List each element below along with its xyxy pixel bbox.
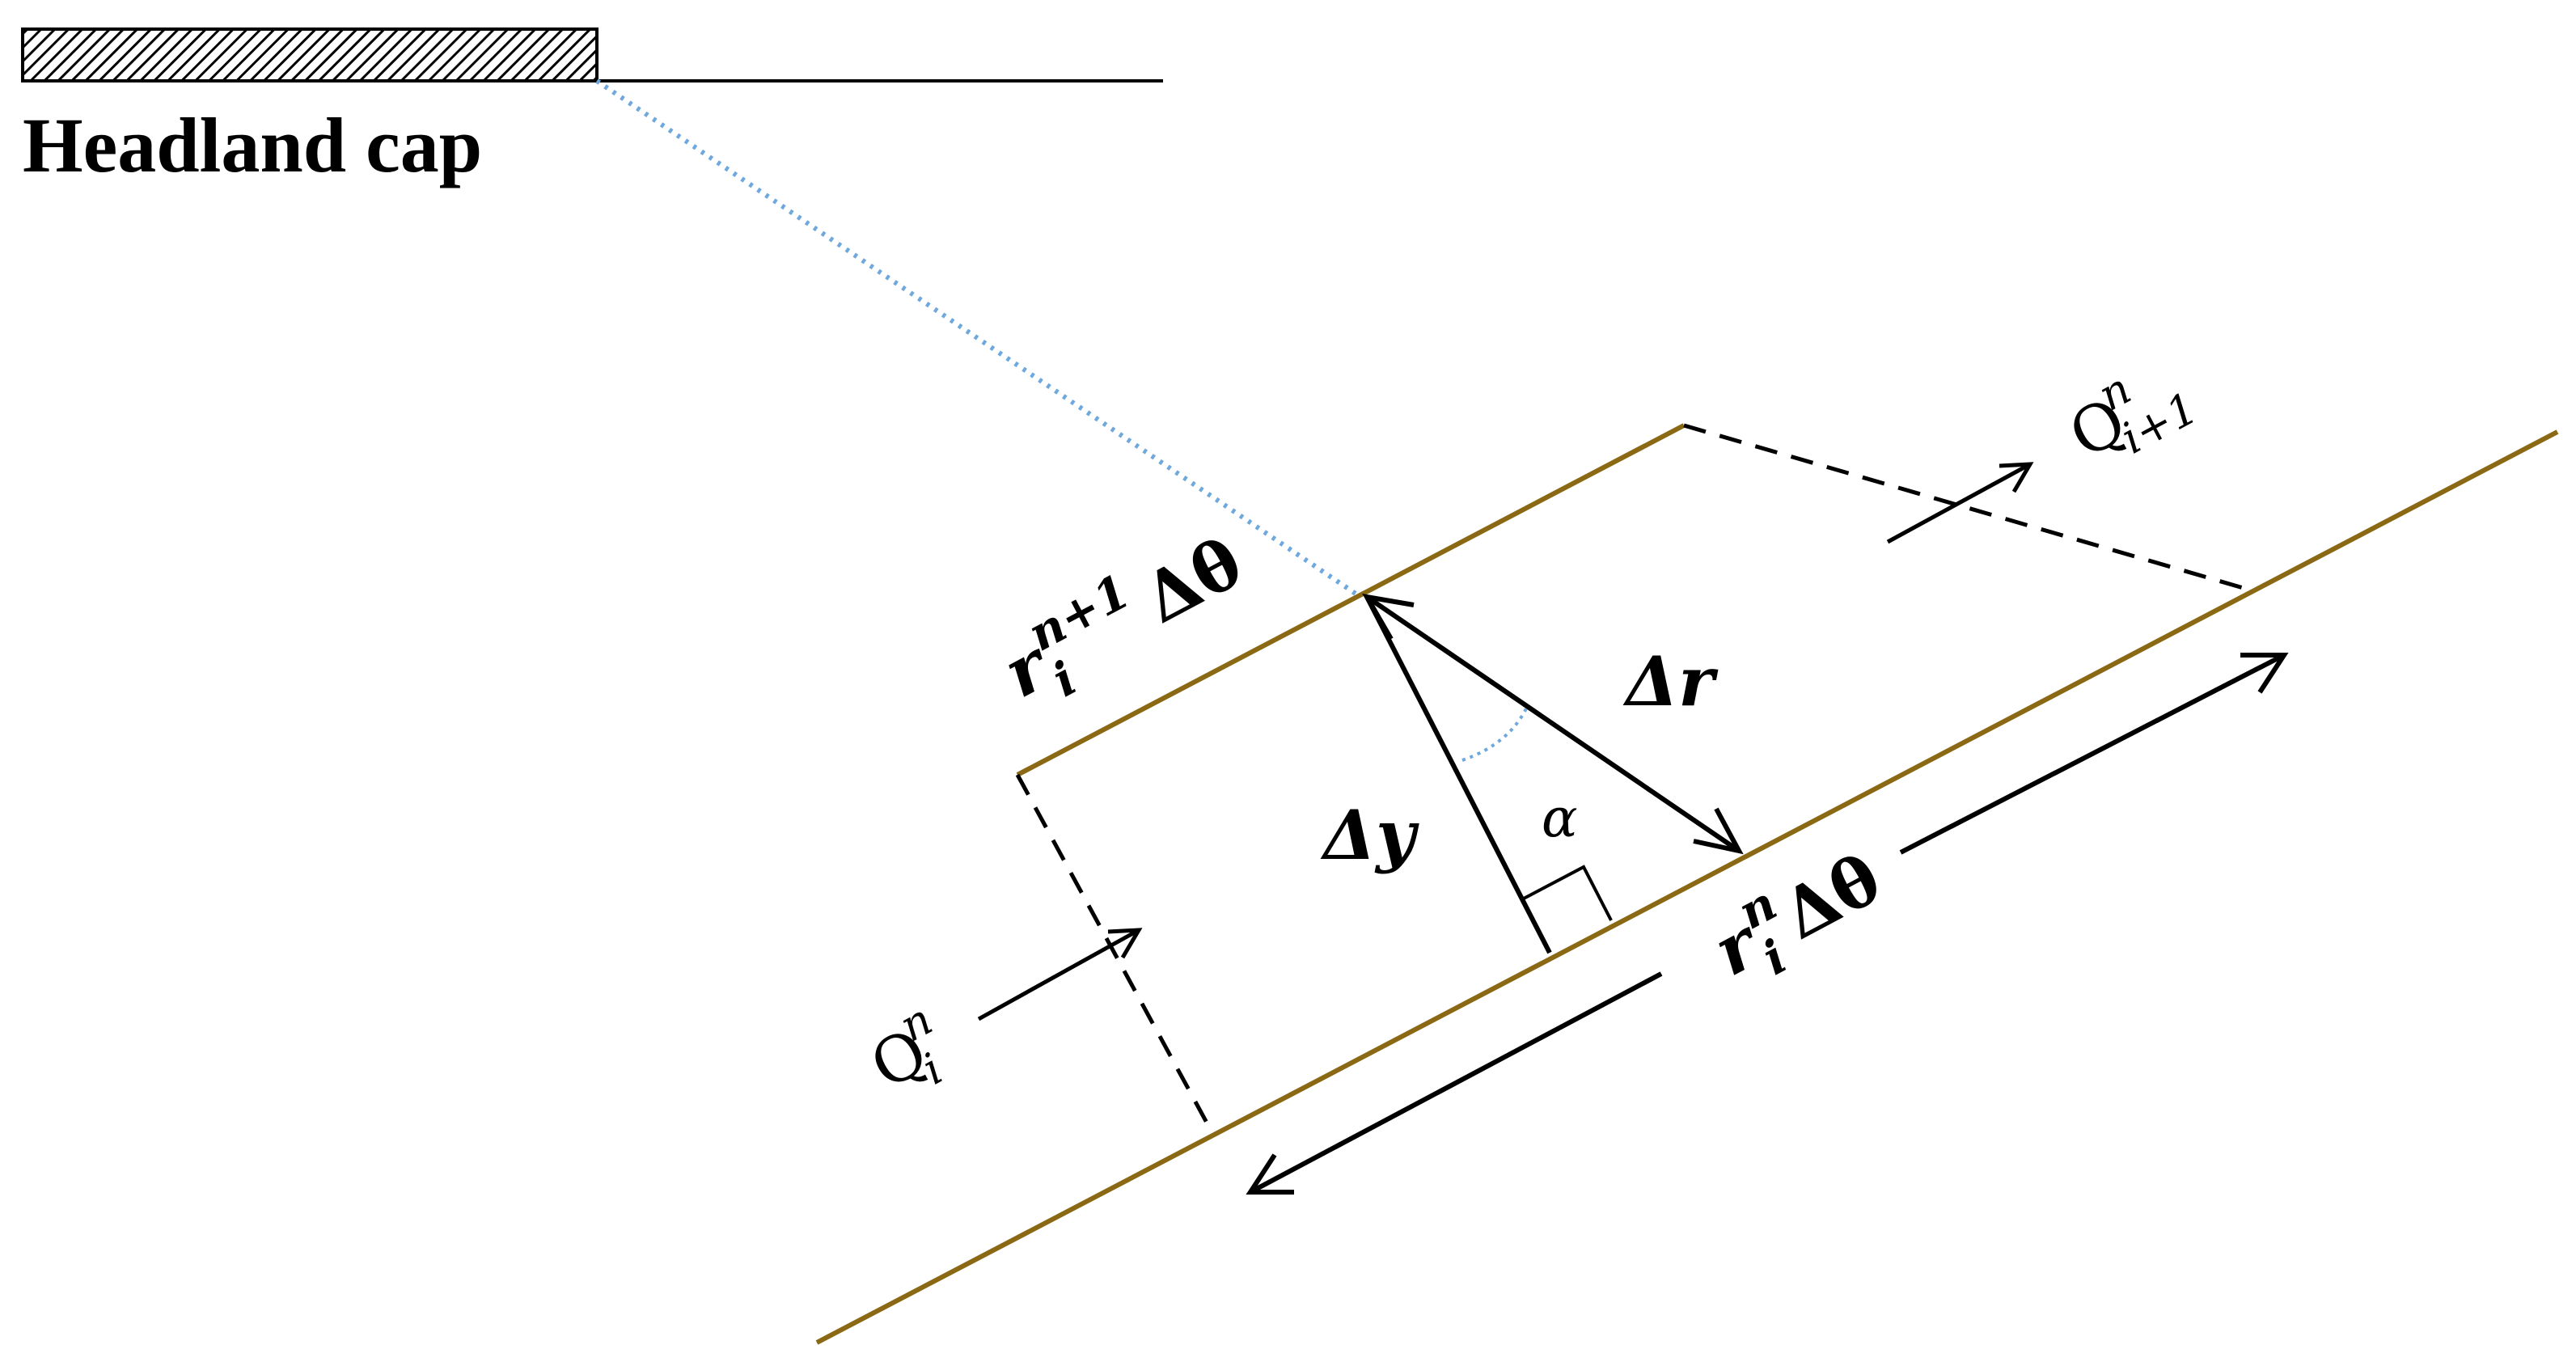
- flux-in-arrowhead: [1107, 928, 1143, 959]
- cell-boundary-left-dashed: [1015, 773, 1209, 1124]
- r-lower-arrowhead-upper: [2240, 653, 2289, 694]
- right-angle-mark: [1521, 865, 1613, 921]
- alpha-label: α: [1542, 787, 1578, 849]
- flux-out-arrow: [1886, 462, 2032, 544]
- delta-r-arrow: [1365, 594, 1741, 853]
- cell-boundary-right-dashed: [1683, 423, 2252, 593]
- shoreline-upper: [1016, 423, 1686, 777]
- flux-in-label: Q n i: [860, 994, 951, 1104]
- alpha-arc: [1461, 706, 1529, 762]
- flux-out-label: Q n i+1: [2058, 363, 2206, 473]
- svg-text:n+1: n+1: [1019, 564, 1139, 662]
- delta-r-label: Δr: [1622, 641, 1719, 721]
- r-lower-arrowhead-lower: [1246, 1153, 1294, 1195]
- delta-r-arrowhead-end: [1693, 807, 1744, 855]
- shoreline-lower: [815, 429, 2559, 1345]
- flux-in-arrow: [977, 928, 1140, 1021]
- svg-text:Δθ: Δθ: [1131, 522, 1254, 638]
- svg-text:Δθ: Δθ: [1770, 838, 1893, 954]
- headland-connector-dotted: [595, 78, 1362, 599]
- r-lower-arrow-lower: [1249, 971, 1663, 1195]
- delta-y-label: Δy: [1320, 795, 1419, 875]
- delta-y-line: [1364, 595, 1552, 954]
- r-lower-arrow-upper: [1899, 653, 2286, 855]
- flux-out-arrowhead: [1999, 462, 2034, 493]
- r-upper-label: r n+1 i Δθ: [991, 522, 1255, 713]
- r-lower-label: r n i Δθ: [1701, 838, 1893, 991]
- headland-cap-block: [21, 27, 599, 82]
- headland-cap-label: Headland cap: [23, 102, 482, 188]
